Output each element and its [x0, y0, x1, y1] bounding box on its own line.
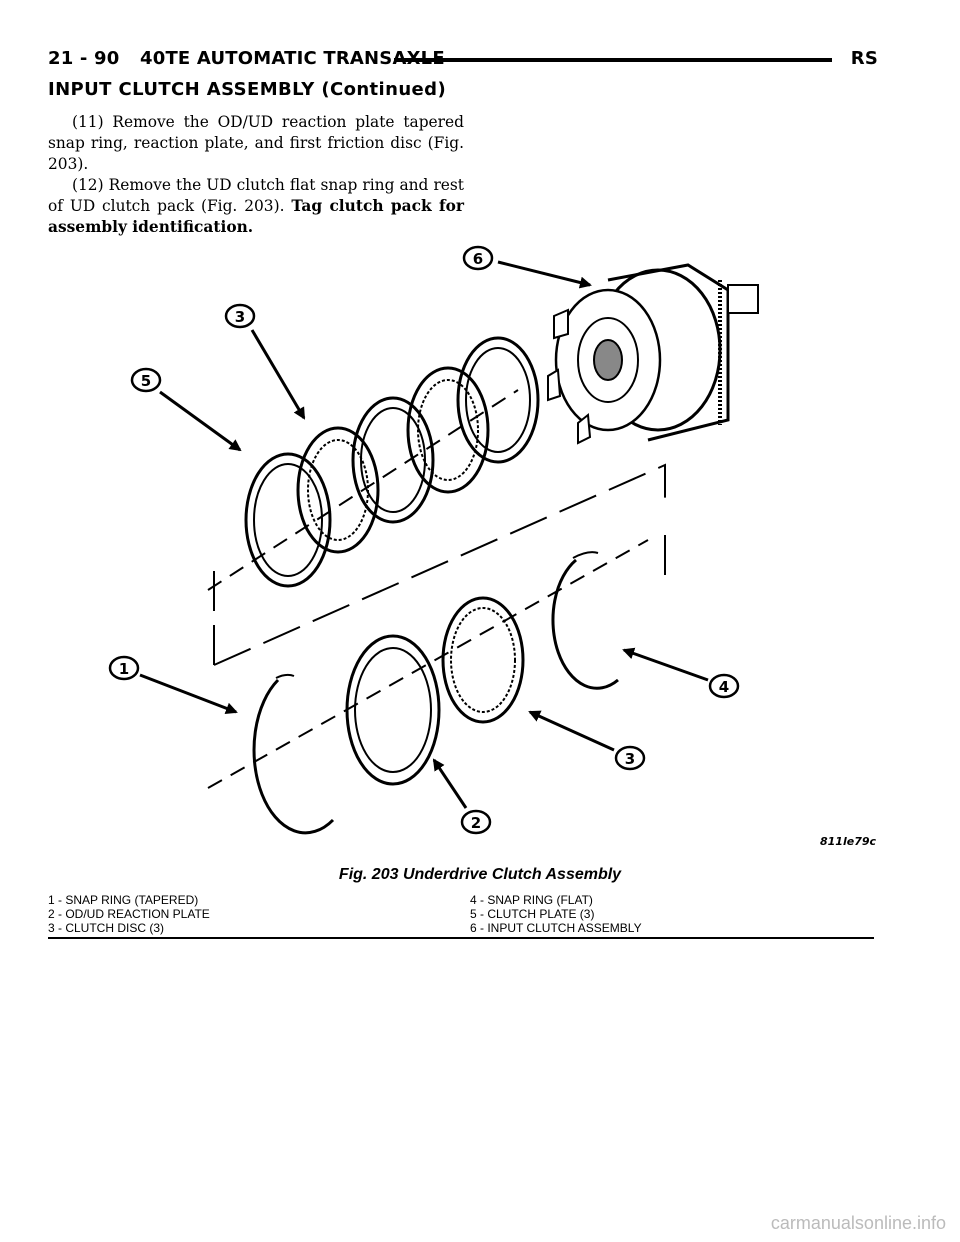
clutch-plate-2	[351, 396, 435, 524]
legend-item: 3 - CLUTCH DISC (3)	[48, 921, 165, 935]
step-11-text: (11) Remove the OD/UD reaction plate tap…	[48, 113, 464, 173]
section-title: INPUT CLUTCH ASSEMBLY (Continued)	[48, 79, 447, 100]
model-code: RS	[850, 48, 878, 69]
watermark: carmanualsonline.info	[770, 1213, 946, 1233]
lower-clutch-pack	[252, 551, 619, 835]
page-number: 21 - 90	[48, 48, 120, 69]
clutch-disc-3	[406, 366, 490, 494]
legend-item: 5 - CLUTCH PLATE (3)	[470, 907, 595, 921]
figure-caption: Fig. 203 Underdrive Clutch Assembly	[338, 866, 622, 883]
svg-text:6: 6	[473, 250, 483, 268]
clutch-plate-3	[456, 336, 540, 464]
group-outline	[213, 463, 666, 666]
clutch-diagram: 6 3 5 1 4 3 2	[48, 240, 878, 860]
callout-4: 4	[622, 647, 740, 699]
svg-text:1: 1	[119, 660, 129, 678]
page-header: 21 - 90 40TE AUTOMATIC TRANSAXLE RS	[48, 44, 878, 72]
legend-item: 2 - OD/UD REACTION PLATE	[48, 907, 210, 921]
clutch-illustration: 6 3 5 1 4 3 2	[108, 245, 759, 835]
svg-text:3: 3	[235, 308, 245, 326]
clutch-disc-2	[296, 426, 380, 554]
clutch-plate-1	[244, 452, 332, 588]
legend-item: 6 - INPUT CLUTCH ASSEMBLY	[470, 921, 642, 935]
header-rule	[394, 58, 832, 62]
legend-item: 4 - SNAP RING (FLAT)	[470, 893, 593, 907]
callout-1: 1	[108, 655, 238, 715]
input-clutch-drum	[547, 263, 759, 445]
legend-item: 1 - SNAP RING (TAPERED)	[48, 893, 199, 907]
callout-6: 6	[462, 245, 592, 289]
section-heading: 40TE AUTOMATIC TRANSAXLE	[140, 48, 445, 69]
step-12-text: (12) Remove the UD clutch flat snap ring…	[48, 176, 464, 215]
svg-text:2: 2	[471, 814, 481, 832]
step-11: (11) Remove the OD/UD reaction plate tap…	[48, 112, 464, 175]
figure-code: 811le79c	[820, 835, 877, 848]
callout-3-lower: 3	[528, 710, 646, 771]
snap-ring-tapered	[252, 678, 335, 835]
svg-text:4: 4	[719, 678, 729, 696]
callout-2: 2	[432, 758, 492, 835]
instructions: (11) Remove the OD/UD reaction plate tap…	[48, 112, 464, 238]
figure-legend: 1 - SNAP RING (TAPERED) 4 - SNAP RING (F…	[48, 893, 874, 939]
step-12-note: Tag clutch pack for assembly identificat…	[48, 197, 464, 236]
reaction-plate	[345, 634, 441, 786]
callout-3-upper: 3	[224, 303, 306, 420]
callout-5: 5	[130, 367, 242, 452]
axis-line-lower	[207, 539, 649, 789]
upper-clutch-pack	[244, 336, 540, 588]
svg-text:5: 5	[141, 372, 151, 390]
snap-ring-flat	[551, 558, 619, 690]
axis-line-upper	[207, 389, 519, 591]
step-12: (12) Remove the UD clutch flat snap ring…	[48, 175, 464, 238]
svg-text:3: 3	[625, 750, 635, 768]
clutch-disc-1	[441, 596, 525, 724]
